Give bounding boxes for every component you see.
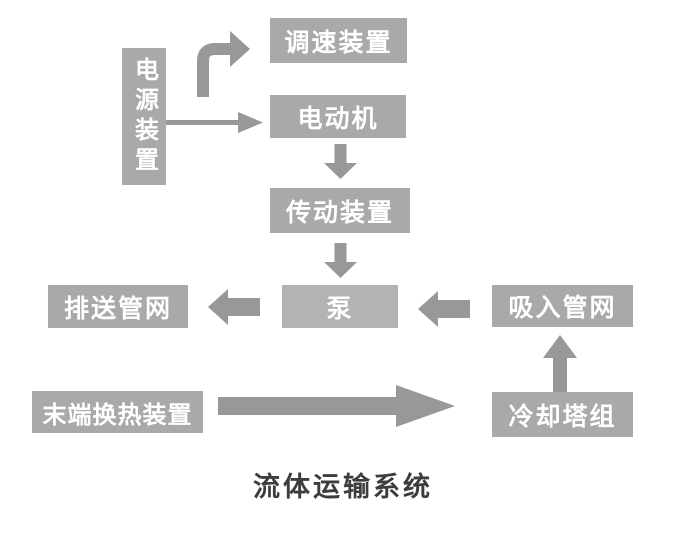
power-to-motor-arrow (166, 112, 263, 133)
discharge-network-box: 排送管网 (48, 285, 188, 328)
power-to-speed-arrow (197, 31, 250, 97)
transmission-box: 传动装置 (270, 188, 410, 233)
pump-to-discharge-arrow (208, 289, 260, 325)
suction-to-pump-arrow (418, 291, 470, 327)
pump-box: 泵 (282, 285, 398, 328)
speed-control-box: 调速装置 (270, 18, 407, 63)
transmission-to-pump-arrow (324, 243, 357, 278)
terminal-to-cooling-arrow (218, 385, 455, 427)
cooling-tower-box: 冷却塔组 (492, 392, 633, 437)
diagram-title: 流体运输系统 (253, 472, 433, 502)
power-supply-box: 电源装置 (122, 48, 166, 185)
motor-box: 电动机 (270, 95, 406, 138)
suction-network-box: 吸入管网 (492, 285, 633, 327)
terminal-heat-exchanger-box: 末端换热装置 (32, 391, 203, 433)
cooling-to-suction-arrow (543, 335, 577, 392)
motor-to-transmission-arrow (324, 144, 357, 179)
